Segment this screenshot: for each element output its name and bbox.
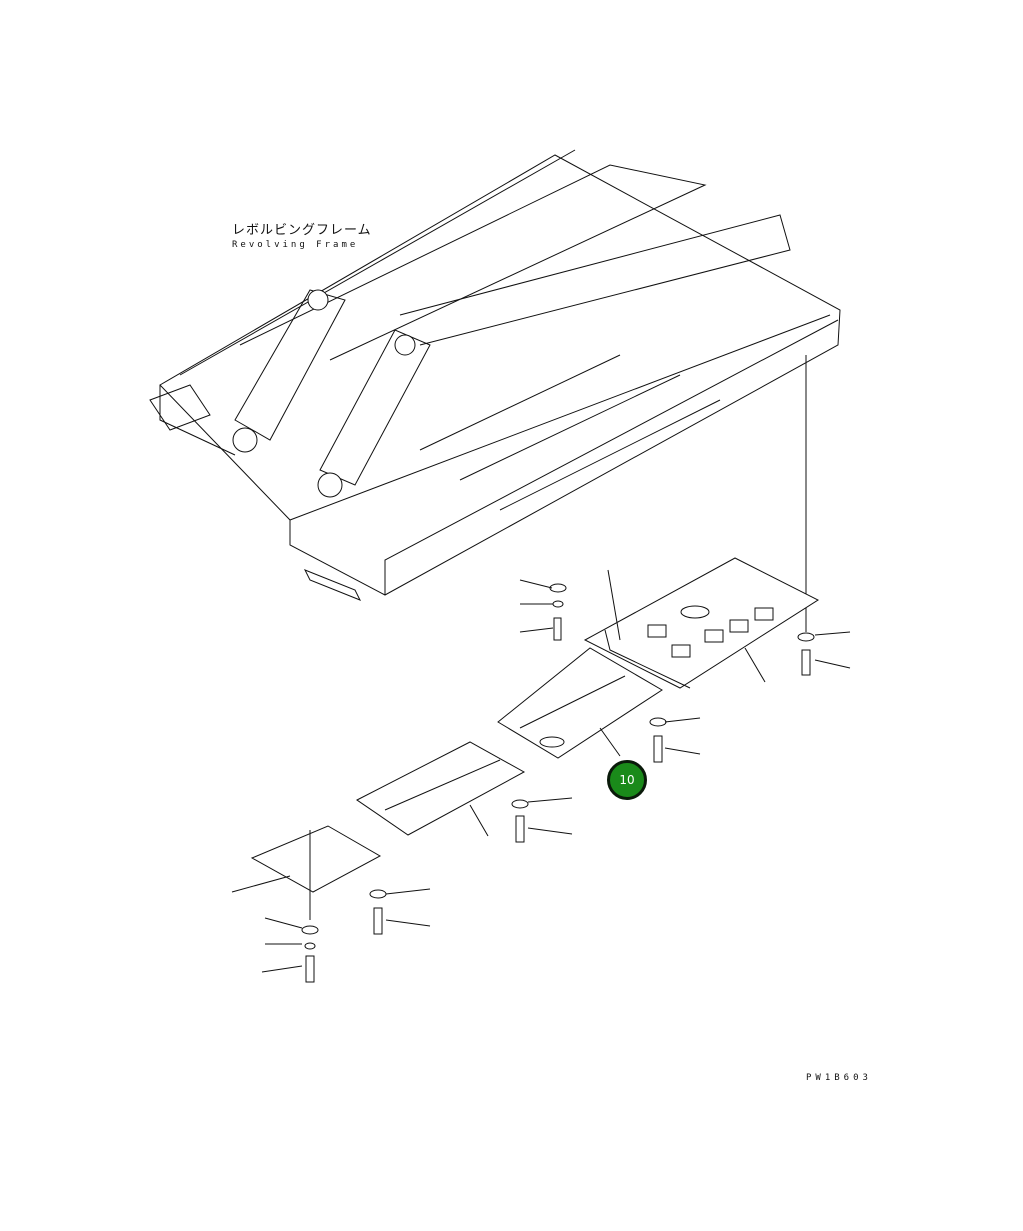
revolving-frame [149, 149, 841, 601]
undercover-plate-end [250, 825, 382, 920]
frame-title-english: Revolving Frame [232, 240, 359, 250]
leader-lines [231, 569, 851, 973]
drawing-code: PW1B603 [806, 1073, 872, 1083]
undercover-plate-front [356, 741, 526, 836]
undercover-plate-mid [497, 647, 663, 759]
callout-badge[interactable]: 10 [607, 760, 647, 800]
undercover-plate-rear [583, 557, 820, 689]
frame-title-japanese: レボルビングフレーム [232, 223, 372, 238]
bolts-and-washers [301, 583, 815, 983]
